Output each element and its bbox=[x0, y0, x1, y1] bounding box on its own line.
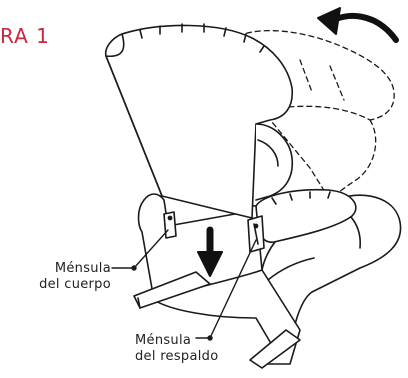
back-bracket-callout: Ménsula del respaldo bbox=[135, 333, 218, 365]
body-bracket-callout-line1: Ménsula bbox=[54, 261, 111, 276]
down-arrow-icon bbox=[197, 226, 223, 277]
curved-arrow-icon bbox=[317, 7, 399, 43]
figure-label: RA 1 bbox=[0, 24, 50, 48]
back-bracket bbox=[247, 215, 265, 253]
back-bracket-callout-line2: del respaldo bbox=[135, 349, 219, 364]
chair-legs bbox=[133, 271, 301, 369]
body-bracket-callout-line2: del cuerpo bbox=[39, 277, 111, 292]
upright-backrest bbox=[104, 23, 294, 219]
back-bracket-callout-line1: Ménsula bbox=[135, 333, 192, 348]
body-bracket-callout: Ménsula del cuerpo bbox=[7, 261, 111, 293]
body-bracket bbox=[163, 211, 177, 239]
seat-cushion bbox=[254, 188, 357, 243]
leader-lines bbox=[111, 229, 257, 341]
